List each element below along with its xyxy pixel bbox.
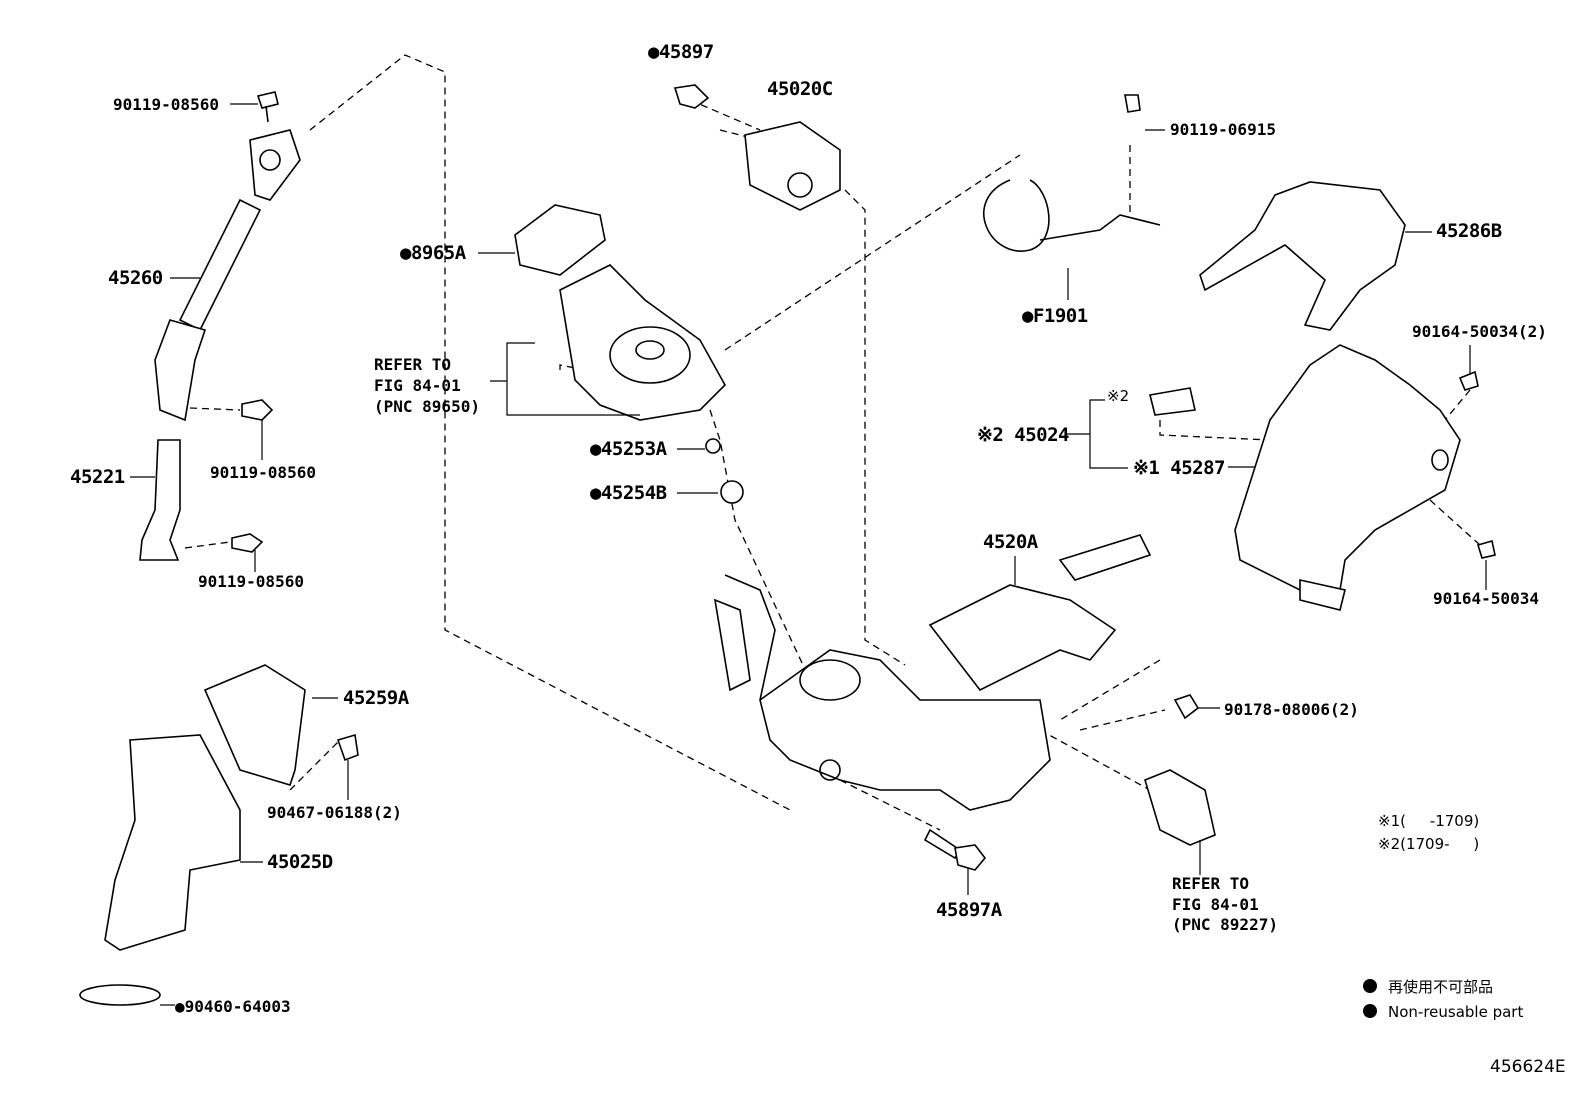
refer-line: (PNC 89227) bbox=[1172, 915, 1278, 934]
label-45286B: 45286B bbox=[1436, 220, 1502, 242]
part-89650-cover bbox=[559, 264, 726, 421]
label-45253A: ●45253A bbox=[590, 438, 668, 460]
label-90119-08560-mid: 90119-08560 bbox=[210, 463, 316, 482]
part-45020C-lock bbox=[673, 84, 841, 211]
label-90119-08560-top: 90119-08560 bbox=[113, 95, 219, 114]
legend-en: Non-reusable part bbox=[1388, 1003, 1523, 1021]
refer-line: FIG 84-01 bbox=[1172, 895, 1259, 914]
label-45260: 45260 bbox=[108, 267, 163, 289]
label-45020C: 45020C bbox=[767, 78, 833, 100]
figure-id: 456624E bbox=[1490, 1057, 1566, 1077]
refer-line: REFER TO bbox=[374, 355, 451, 374]
date-notes: ※1( -1709) ※2(1709- ) bbox=[1378, 812, 1479, 853]
part-45221-shaft bbox=[139, 439, 181, 561]
part-45260-intermediate-shaft bbox=[154, 129, 301, 422]
label-45221: 45221 bbox=[70, 466, 125, 488]
part-8965A-sensor bbox=[514, 204, 606, 276]
label-8965A: ●8965A bbox=[400, 242, 467, 264]
label-4520A: 4520A bbox=[983, 531, 1039, 553]
label-90119-06915: 90119-06915 bbox=[1170, 120, 1276, 139]
leader-lines bbox=[130, 103, 1487, 1006]
part-F1901-harness bbox=[983, 94, 1161, 252]
part-89227-ecu bbox=[1144, 769, 1216, 846]
refer-note-left: REFER TO FIG 84-01 (PNC 89650) bbox=[374, 355, 480, 416]
label-45897A: 45897A bbox=[936, 899, 1003, 921]
label-45897: ●45897 bbox=[648, 41, 714, 63]
label-45259A: 45259A bbox=[343, 687, 410, 709]
label-45025D: 45025D bbox=[267, 851, 333, 873]
part-45025D-boot bbox=[79, 734, 241, 1006]
part-45897A-bolt bbox=[923, 828, 987, 871]
label-45024: ※2 45024 bbox=[977, 424, 1069, 446]
label-45024-mark: ※2 bbox=[1107, 387, 1129, 405]
bolt-90119-08560-icon bbox=[231, 91, 279, 553]
part-45253A-45254B-icon bbox=[705, 438, 744, 504]
label-90164-50034-2: 90164-50034(2) bbox=[1412, 322, 1547, 341]
refer-line: (PNC 89650) bbox=[374, 397, 480, 416]
legend: 再使用不可部品 Non-reusable part bbox=[1363, 978, 1523, 1021]
part-4520A-steering-column bbox=[713, 534, 1200, 811]
part-45287-lower-cover bbox=[1149, 344, 1496, 611]
note-1: ※1( -1709) bbox=[1378, 812, 1479, 830]
label-90164-50034: 90164-50034 bbox=[1433, 589, 1539, 608]
refer-note-right: REFER TO FIG 84-01 (PNC 89227) bbox=[1172, 874, 1278, 934]
legend-ja: 再使用不可部品 bbox=[1388, 978, 1493, 996]
label-45254B: ●45254B bbox=[590, 482, 667, 504]
filled-circle-icon bbox=[1363, 979, 1377, 993]
label-90467-06188-2: 90467-06188(2) bbox=[267, 803, 402, 822]
note-2: ※2(1709- ) bbox=[1378, 835, 1479, 853]
part-45286B-upper-cover bbox=[1199, 181, 1406, 331]
filled-circle-icon bbox=[1363, 1004, 1377, 1018]
label-90460-64003: ●90460-64003 bbox=[175, 997, 291, 1016]
label-90178-08006-2: 90178-08006(2) bbox=[1224, 700, 1359, 719]
part-labels: ●45897 45020C 90119-08560 90119-06915 45… bbox=[70, 41, 1547, 1016]
refer-line: REFER TO bbox=[1172, 874, 1249, 893]
label-90119-08560-low: 90119-08560 bbox=[198, 572, 304, 591]
label-45287: ※1 45287 bbox=[1133, 457, 1225, 479]
part-45259A-cover bbox=[203, 664, 359, 786]
refer-line: FIG 84-01 bbox=[374, 376, 461, 395]
label-F1901: ●F1901 bbox=[1022, 305, 1088, 327]
